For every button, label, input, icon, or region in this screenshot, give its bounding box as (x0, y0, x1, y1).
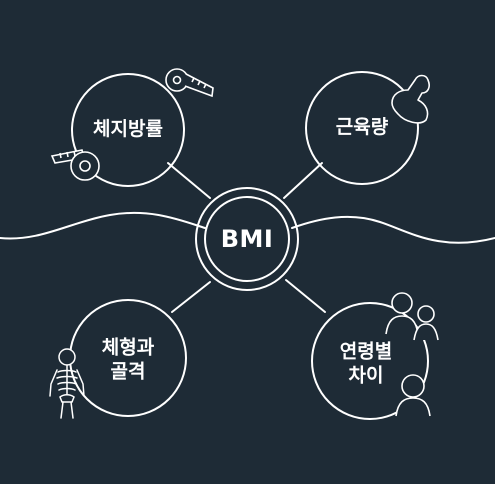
connector-bottom-right (285, 279, 326, 313)
family-generations-icon (385, 292, 439, 417)
measuring-tape-icon (50, 149, 100, 181)
node-label-body-frame: 체형과 골격 (101, 336, 155, 382)
node-label-muscle-mass: 근육량 (335, 116, 389, 139)
skeleton-icon (49, 348, 85, 419)
node-circle-age-difference (311, 302, 429, 420)
connector-top-right (283, 162, 323, 199)
center-label: BMI (220, 225, 274, 253)
measuring-tape-icon (165, 68, 214, 98)
node-circle-body-fat (71, 73, 185, 187)
connector-top-left (167, 162, 211, 199)
center-outer-ring (195, 187, 299, 291)
center-inner-ring (204, 196, 290, 282)
node-label-age-difference: 연령별 차이 (339, 340, 393, 386)
wave-line-left (0, 211, 206, 240)
node-circle-muscle-mass (305, 71, 419, 185)
connector-bottom-left (171, 281, 211, 313)
wave-line-right (291, 215, 495, 244)
node-label-body-fat: 체지방률 (93, 118, 163, 141)
flexed-arm-icon (391, 74, 430, 124)
